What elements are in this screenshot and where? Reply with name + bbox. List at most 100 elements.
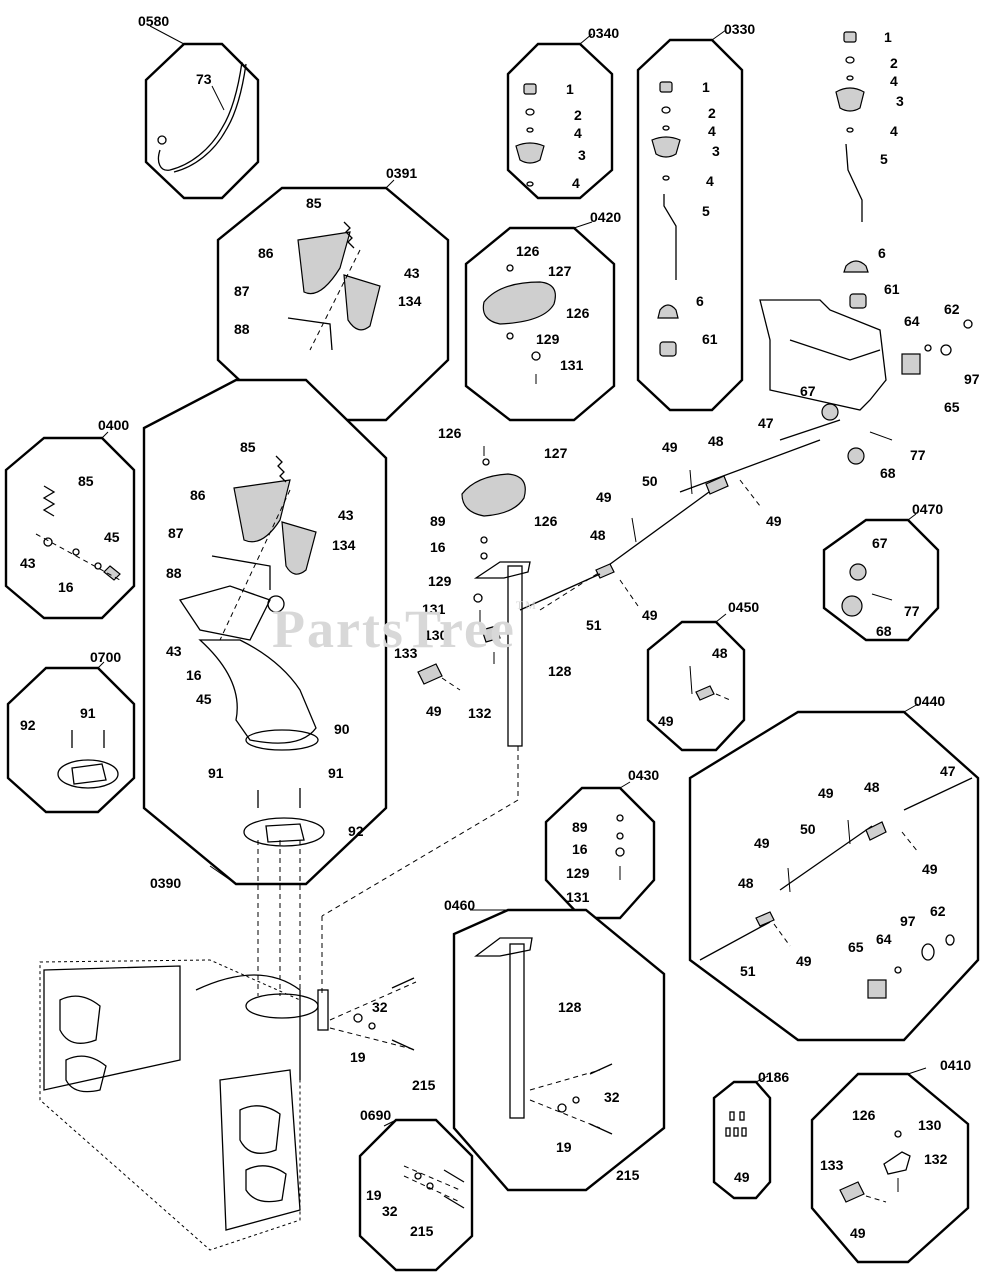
callout-92: 92	[348, 823, 364, 839]
callout-48: 48	[708, 433, 724, 449]
callout-134: 134	[332, 537, 356, 553]
callout-5: 5	[702, 203, 710, 219]
callout-128: 128	[558, 999, 582, 1015]
callout-64: 64	[876, 931, 892, 947]
callout-128: 128	[548, 663, 572, 679]
group-0450[interactable]: 0450 48 49	[646, 599, 759, 752]
callout-132: 132	[924, 1151, 948, 1167]
callout-68: 68	[876, 623, 892, 639]
callout-43: 43	[338, 507, 354, 523]
callout-91b: 91	[328, 765, 344, 781]
callout-67: 67	[800, 383, 816, 399]
callout-131: 131	[560, 357, 584, 373]
group-code-0330: 0330	[724, 21, 755, 37]
callout-49: 49	[818, 785, 834, 801]
callout-1: 1	[702, 79, 710, 95]
main-assembly-lever[interactable]: 126 127 89 126 16 129 131 130 133 128 49…	[321, 425, 572, 917]
group-0440[interactable]: 0440 47 49 48 50 49 49 48 49 51 65 64	[688, 693, 980, 1042]
group-0186[interactable]: 0186 49	[712, 1069, 789, 1200]
callout-32: 32	[604, 1089, 620, 1105]
callout-1: 1	[884, 29, 892, 45]
group-0330[interactable]: 0330 1 2 4 3 4 5 6 61	[636, 21, 755, 412]
group-0410[interactable]: 0410 126 130 133 132 49	[810, 1057, 971, 1264]
callout-49d: 49	[796, 953, 812, 969]
group-0470[interactable]: 0470 67 77 68	[822, 501, 943, 642]
callout-48b: 48	[738, 875, 754, 891]
callout-61: 61	[884, 281, 900, 297]
callout-5: 5	[880, 151, 888, 167]
auger-housing: 32 19 215	[39, 840, 436, 1251]
callout-65: 65	[944, 399, 960, 415]
callout-88: 88	[166, 565, 182, 581]
group-0391[interactable]: 0391 85 86 43 134 87 88	[216, 165, 450, 422]
callout-133: 133	[820, 1157, 844, 1173]
group-code-0450: 0450	[728, 599, 759, 615]
callout-48b: 48	[590, 527, 606, 543]
callout-16: 16	[58, 579, 74, 595]
callout-126: 126	[852, 1107, 876, 1123]
callout-215: 215	[616, 1167, 640, 1183]
callout-126b: 126	[534, 513, 558, 529]
callout-131: 131	[566, 889, 590, 905]
callout-49c: 49	[766, 513, 782, 529]
callout-130: 130	[424, 627, 448, 643]
group-0460[interactable]: 0460 128 32 19 215	[444, 897, 666, 1192]
callout-6: 6	[878, 245, 886, 261]
callout-97: 97	[900, 913, 916, 929]
group-0390[interactable]: 0390 85 86 43 134 87 88 43 16 45 90 91 9…	[142, 378, 388, 891]
callout-62: 62	[930, 903, 946, 919]
group-code-0580: 0580	[138, 13, 169, 29]
group-0700[interactable]: 0700 91 92	[6, 649, 136, 814]
callout-215: 215	[410, 1223, 434, 1239]
callout-129: 129	[428, 573, 452, 589]
callout-47: 47	[758, 415, 774, 431]
callout-92: 92	[20, 717, 36, 733]
callout-16: 16	[186, 667, 202, 683]
callout-43b: 43	[166, 643, 182, 659]
callout-127: 127	[548, 263, 572, 279]
group-0420[interactable]: 0420 126 127 126 129 131	[464, 209, 621, 422]
callout-85: 85	[240, 439, 256, 455]
group-code-0420: 0420	[590, 209, 621, 225]
callout-88: 88	[234, 321, 250, 337]
group-0690[interactable]: 0690 19 32 215	[358, 1107, 474, 1272]
group-0430[interactable]: 0430 89 16 129 131	[544, 767, 659, 920]
group-code-0390: 0390	[150, 875, 181, 891]
callout-16: 16	[572, 841, 588, 857]
callout-4b: 4	[890, 123, 898, 139]
callout-131: 131	[422, 601, 446, 617]
callout-215: 215	[412, 1077, 436, 1093]
callout-89: 89	[430, 513, 446, 529]
callout-1: 1	[566, 81, 574, 97]
group-0580[interactable]: 0580 73	[138, 13, 260, 200]
callout-2: 2	[890, 55, 898, 71]
callout-6: 6	[696, 293, 704, 309]
callout-19: 19	[350, 1049, 366, 1065]
callout-130: 130	[918, 1117, 942, 1133]
callout-49: 49	[426, 703, 442, 719]
callout-51: 51	[586, 617, 602, 633]
group-code-0690: 0690	[360, 1107, 391, 1123]
callout-49c: 49	[922, 861, 938, 877]
callout-87: 87	[168, 525, 184, 541]
callout-132: 132	[468, 705, 492, 721]
callout-19: 19	[366, 1187, 382, 1203]
group-0400[interactable]: 0400 85 45 43 16	[4, 417, 136, 620]
callout-89: 89	[572, 819, 588, 835]
callout-4b: 4	[706, 173, 714, 189]
callout-127: 127	[544, 445, 568, 461]
callout-19: 19	[556, 1139, 572, 1155]
callout-91: 91	[80, 705, 96, 721]
watermark: PartsTreeTM	[272, 598, 538, 659]
callout-62: 62	[944, 301, 960, 317]
callout-3: 3	[712, 143, 720, 159]
main-assembly-upper[interactable]: 1 2 4 3 4 5 6 61 62 64 97 65 67 47 77 68…	[519, 29, 980, 633]
callout-49b: 49	[596, 489, 612, 505]
callout-77: 77	[910, 447, 926, 463]
group-code-0470: 0470	[912, 501, 943, 517]
group-0340[interactable]: 0340 1 2 4 3 4	[506, 25, 619, 200]
callout-65: 65	[848, 939, 864, 955]
callout-68: 68	[880, 465, 896, 481]
group-code-0430: 0430	[628, 767, 659, 783]
